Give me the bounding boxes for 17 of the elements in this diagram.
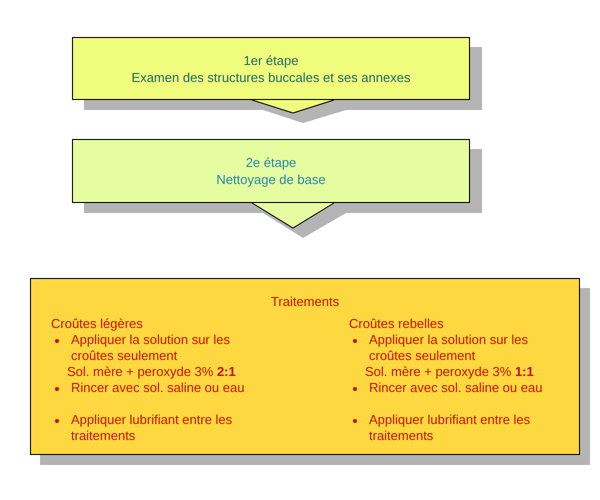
treatment-step: Appliquer la solution sur les croûtes seulement: [369, 332, 559, 364]
treatment-step: Rincer avec sol. saline ou eau: [369, 380, 559, 396]
step-number: 2e étape: [246, 154, 296, 171]
step-number: 1er étape: [244, 52, 298, 68]
column-heading: Croûtes rebelles: [349, 316, 445, 332]
step-title: Examen des structures buccales et ses annexes: [132, 68, 410, 86]
panel-title: Traitements: [270, 294, 340, 310]
treatment-step: Rincer avec sol. saline ou eau: [71, 380, 261, 396]
step-title: Nettoyage de base: [216, 171, 326, 188]
mixture-note: Sol. mère + peroxyde 3% 1:1: [364, 364, 535, 380]
treatment-step: Appliquer lubrifiant entre les traitements: [369, 412, 559, 444]
column-heading: Croûtes légères: [51, 316, 144, 332]
treatment-step: Appliquer la solution sur les croûtes seulement: [71, 332, 261, 364]
treatment-step: Appliquer lubrifiant entre les traitements: [71, 412, 261, 444]
chevron-arrow: [252, 202, 346, 238]
chevron-arrow: [252, 100, 346, 123]
mixture-note: Sol. mère + peroxyde 3% 2:1: [66, 364, 237, 380]
